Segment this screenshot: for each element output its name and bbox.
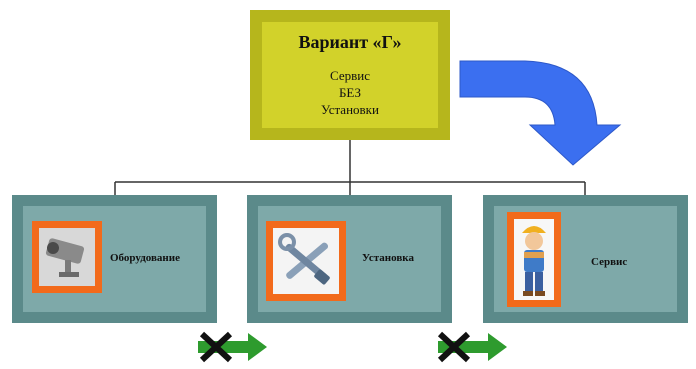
blocked-arrow-2	[437, 331, 507, 363]
blocked-arrow-1	[198, 331, 267, 363]
equipment-box: Оборудование	[12, 195, 217, 323]
service-box: Сервис	[483, 195, 688, 323]
variant-lines: Сервис БЕЗ Установки	[321, 67, 379, 118]
variant-box: Вариант «Г» Сервис БЕЗ Установки	[250, 10, 450, 140]
equipment-photo-frame	[32, 221, 102, 293]
equipment-label: Оборудование	[110, 252, 180, 264]
variant-title: Вариант «Г»	[298, 32, 402, 52]
service-photo	[514, 219, 554, 300]
variant-line-3: Установки	[321, 102, 379, 117]
installation-box: Установка	[247, 195, 452, 323]
equipment-photo	[39, 228, 95, 286]
worker-icon	[514, 219, 554, 300]
tools-icon	[273, 228, 339, 294]
service-photo-frame	[507, 212, 561, 307]
cross-icon	[199, 331, 233, 363]
installation-label: Установка	[362, 252, 414, 264]
variant-line-1: Сервис	[330, 68, 370, 83]
variant-box-face: Вариант «Г» Сервис БЕЗ Установки	[262, 22, 438, 128]
green-arrow-icon	[438, 333, 507, 361]
cross-icon	[437, 331, 471, 363]
installation-photo-frame	[266, 221, 346, 301]
service-label: Сервис	[591, 256, 628, 268]
variant-line-2: БЕЗ	[338, 85, 362, 100]
curved-arrow-icon	[459, 60, 622, 166]
camera-icon	[39, 228, 95, 286]
installation-photo	[273, 228, 339, 294]
